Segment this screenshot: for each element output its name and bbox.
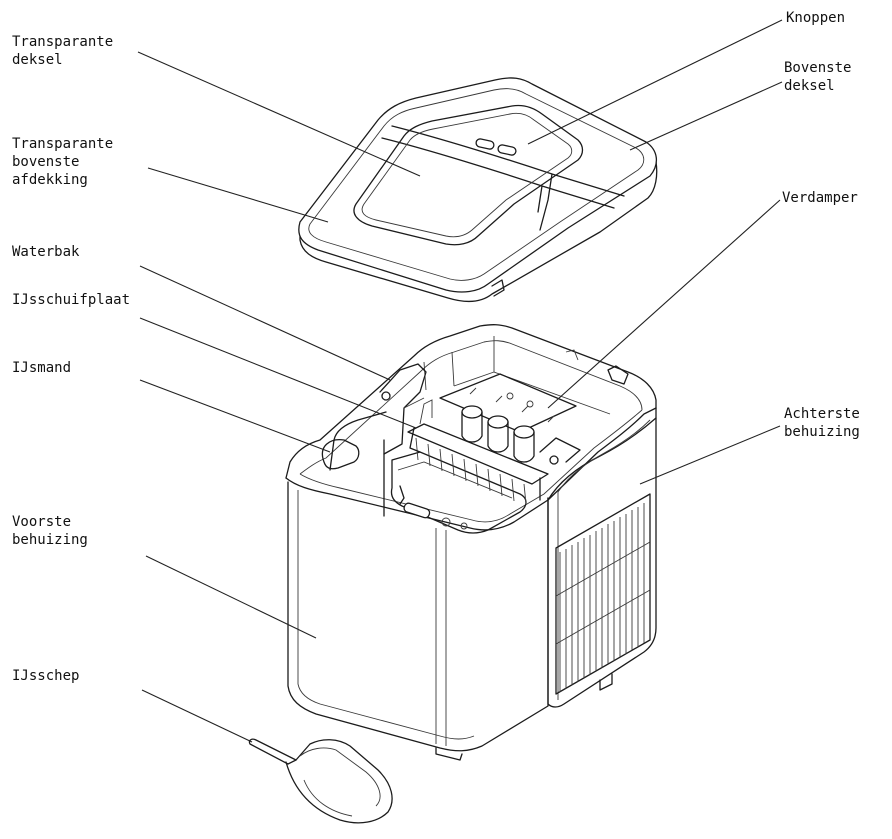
- label-top-cover-line-1: Bovenste: [784, 60, 851, 76]
- label-buttons: Knoppen: [786, 10, 845, 26]
- label-front-housing-line-1: Voorste: [12, 514, 71, 530]
- label-transparent-lid: Transparante deksel: [12, 34, 113, 68]
- label-rear-housing-line-2: behuizing: [784, 424, 860, 440]
- buttons: [475, 138, 517, 156]
- leader-lines: [137, 19, 783, 743]
- vent-grille: [555, 493, 651, 695]
- housing: [285, 324, 657, 761]
- lid-assembly: [298, 77, 658, 303]
- label-transparent-top-cover-line-1: Transparante: [12, 136, 113, 152]
- label-rear-housing-line-1: Achterste: [784, 406, 860, 422]
- label-ice-basket-line-1: IJsmand: [12, 360, 71, 376]
- label-transparent-top-cover-line-3: afdekking: [12, 172, 88, 188]
- label-transparent-top-cover-line-2: bovenste: [12, 154, 79, 170]
- ice-scoop: [248, 738, 393, 824]
- label-front-housing: Voorste behuizing: [12, 514, 88, 548]
- interior: [321, 336, 629, 534]
- label-top-cover: Bovenste deksel: [784, 60, 851, 94]
- label-ice-basket: IJsmand: [12, 360, 71, 376]
- label-evaporator-line-1: Verdamper: [782, 190, 858, 206]
- evaporator-tubes: [439, 373, 581, 465]
- label-transparent-top-cover: Transparante bovenste afdekking: [12, 136, 113, 188]
- label-rear-housing: Achterste behuizing: [784, 406, 860, 440]
- label-ice-pusher-plate-line-1: IJsschuifplaat: [12, 292, 130, 308]
- label-transparent-lid-line-1: Transparante: [12, 34, 113, 50]
- label-evaporator: Verdamper: [782, 190, 858, 206]
- ice-pusher-comb: [407, 399, 549, 505]
- label-front-housing-line-2: behuizing: [12, 532, 88, 548]
- label-top-cover-line-2: deksel: [784, 78, 835, 94]
- label-buttons-line-1: Knoppen: [786, 10, 845, 26]
- label-ice-pusher-plate: IJsschuifplaat: [12, 292, 130, 308]
- label-transparent-lid-line-2: deksel: [12, 52, 63, 68]
- label-water-tank: Waterbak: [12, 244, 80, 260]
- label-ice-scoop: IJsschep: [12, 668, 79, 684]
- label-water-tank-line-1: Waterbak: [12, 244, 80, 260]
- label-ice-scoop-line-1: IJsschep: [12, 668, 79, 684]
